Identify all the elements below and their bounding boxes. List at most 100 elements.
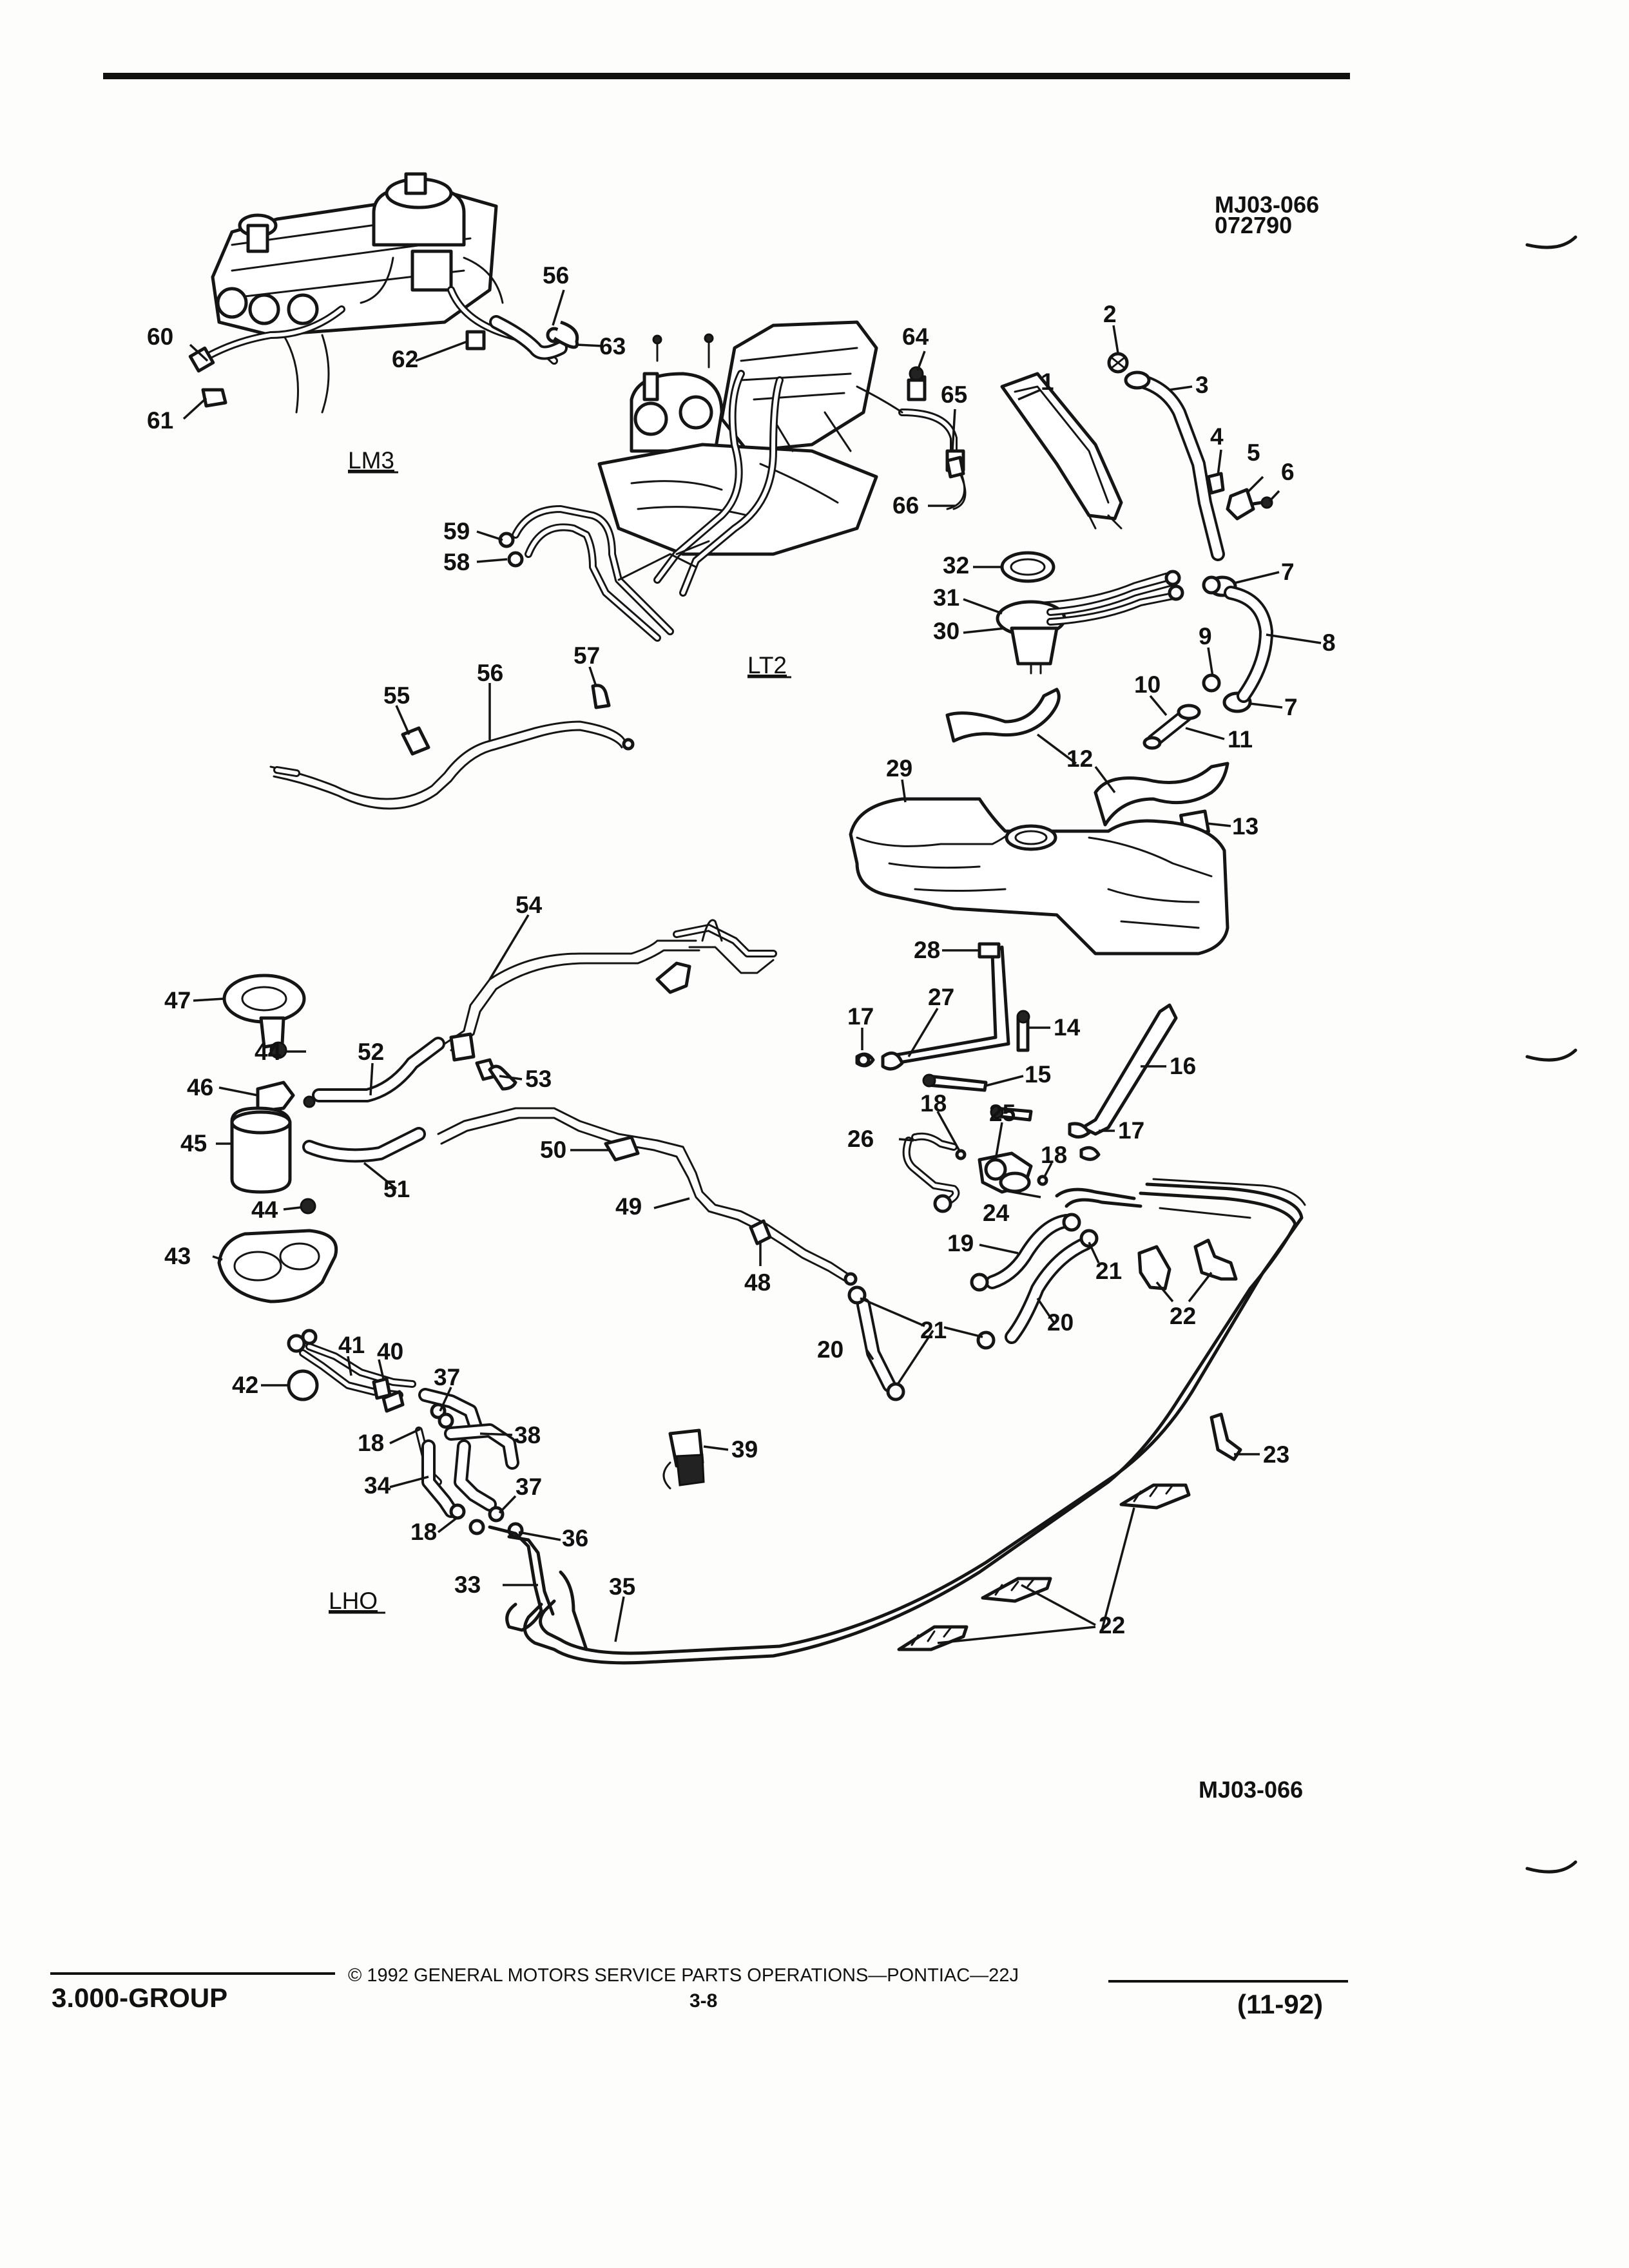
callout-35: 35 — [609, 1573, 635, 1600]
parts-55-57-vapor-pipe — [269, 684, 635, 810]
engine-label-lho: LHO — [329, 1588, 378, 1614]
part-35-fuel-feed-return-lines — [523, 1178, 1306, 1665]
parts-14-28-tank-straps — [855, 942, 1178, 1186]
callout-26: 26 — [847, 1126, 874, 1152]
binder-mark — [1525, 1048, 1577, 1062]
parts-19-21-hoses — [847, 1213, 1099, 1401]
callout-44b: 44 — [255, 1039, 282, 1065]
callout-41: 41 — [338, 1332, 365, 1358]
binder-mark — [1525, 1860, 1577, 1874]
engine-lt2-illustration — [498, 320, 966, 642]
callout-59: 59 — [443, 518, 470, 544]
callout-numbers: 60 61 56 62 63 64 65 66 1 2 3 4 5 6 7 8 … — [147, 262, 1336, 1639]
callout-49: 49 — [615, 1193, 642, 1220]
figure-ref-top-line1: MJ03-066 — [1215, 191, 1319, 218]
callout-11: 11 — [1228, 726, 1253, 753]
callout-3: 3 — [1195, 372, 1209, 398]
callout-48: 48 — [744, 1269, 771, 1296]
callout-43: 43 — [164, 1243, 191, 1269]
callout-38: 38 — [514, 1422, 541, 1448]
callout-55: 55 — [383, 682, 410, 709]
parts-30-32-fuel-sender — [996, 551, 1184, 675]
engine-label-lt2: LT2 — [747, 652, 787, 678]
page-footer: 3.000-GROUP © 1992 GENERAL MOTORS SERVIC… — [50, 1965, 1348, 2019]
callout-56: 56 — [543, 262, 569, 289]
callout-56b: 56 — [477, 660, 503, 686]
callout-23: 23 — [1263, 1441, 1289, 1468]
callout-22b: 22 — [1099, 1612, 1125, 1639]
callout-21a: 21 — [1095, 1258, 1122, 1284]
footer-date: (11-92) — [1237, 1989, 1323, 2019]
part-12-straps — [945, 687, 1229, 827]
callout-57: 57 — [574, 642, 600, 669]
part-22-clips — [897, 1238, 1238, 1651]
callout-50: 50 — [540, 1137, 566, 1163]
callout-22a: 22 — [1170, 1303, 1196, 1329]
callout-17b: 17 — [1118, 1117, 1144, 1144]
callout-18d: 18 — [410, 1519, 437, 1545]
callout-4: 4 — [1210, 423, 1224, 450]
callout-6: 6 — [1281, 459, 1295, 485]
part-2-3-filler-neck — [1107, 352, 1225, 561]
callout-60: 60 — [147, 323, 173, 350]
footer-group: 3.000-GROUP — [52, 1983, 227, 2013]
callout-leader-lines — [182, 289, 1322, 1644]
callout-8: 8 — [1322, 629, 1336, 656]
callout-28: 28 — [914, 937, 940, 963]
part-23-clip — [1210, 1412, 1242, 1461]
callout-24: 24 — [983, 1200, 1010, 1226]
part-29-fuel-tank — [849, 797, 1229, 956]
callout-17: 17 — [847, 1003, 874, 1030]
engine-lm3-illustration — [188, 172, 579, 414]
parts-64-66-fittings — [907, 366, 967, 510]
footer-copyright: © 1992 GENERAL MOTORS SERVICE PARTS OPER… — [348, 1965, 1019, 1986]
callout-61: 61 — [147, 407, 173, 434]
callout-18b: 18 — [1041, 1142, 1067, 1168]
part-39-connector — [662, 1428, 705, 1490]
parts-48-54-vapor-lines — [302, 919, 858, 1286]
callout-58: 58 — [443, 549, 470, 575]
callout-66: 66 — [892, 492, 919, 519]
parts-4-6-bracket — [1206, 472, 1273, 521]
callout-20b: 20 — [817, 1336, 843, 1363]
callout-15: 15 — [1025, 1061, 1051, 1088]
parts-7-9-hose — [1202, 575, 1273, 713]
callout-54: 54 — [516, 892, 543, 918]
callout-5: 5 — [1247, 439, 1260, 466]
callout-37a: 37 — [516, 1474, 542, 1500]
callout-39: 39 — [731, 1436, 758, 1463]
callout-25: 25 — [989, 1100, 1016, 1126]
parts-43-47-vapor-canister — [217, 974, 338, 1303]
callout-42: 42 — [232, 1372, 258, 1398]
callout-51: 51 — [383, 1176, 410, 1202]
binder-mark — [1525, 235, 1577, 249]
lho-lines-group — [287, 1329, 555, 1632]
callout-19: 19 — [947, 1230, 974, 1256]
callout-34: 34 — [364, 1472, 391, 1499]
callout-33: 33 — [454, 1571, 481, 1598]
callout-7: 7 — [1281, 559, 1295, 585]
callout-16: 16 — [1170, 1053, 1196, 1079]
callout-46: 46 — [187, 1074, 213, 1100]
callout-12: 12 — [1066, 745, 1093, 772]
callout-2: 2 — [1103, 301, 1117, 327]
figure-ref-bottom: MJ03-066 — [1199, 1776, 1303, 1803]
parts-10-11-connector — [1142, 704, 1201, 750]
callout-29: 29 — [886, 755, 912, 782]
callout-21b: 21 — [920, 1317, 947, 1343]
callout-10: 10 — [1134, 671, 1161, 698]
callout-65: 65 — [941, 381, 967, 408]
callout-14: 14 — [1054, 1014, 1081, 1041]
callout-20a: 20 — [1047, 1309, 1074, 1336]
part-1-shield — [1000, 372, 1123, 530]
callout-36: 36 — [562, 1525, 588, 1552]
callout-47: 47 — [164, 987, 191, 1014]
callout-44a: 44 — [251, 1196, 278, 1223]
callout-13: 13 — [1232, 813, 1258, 840]
callout-31: 31 — [933, 584, 959, 611]
callout-37b: 37 — [434, 1364, 460, 1390]
callout-18c: 18 — [358, 1430, 384, 1456]
figure-ref-top-line2: 072790 — [1215, 212, 1292, 238]
